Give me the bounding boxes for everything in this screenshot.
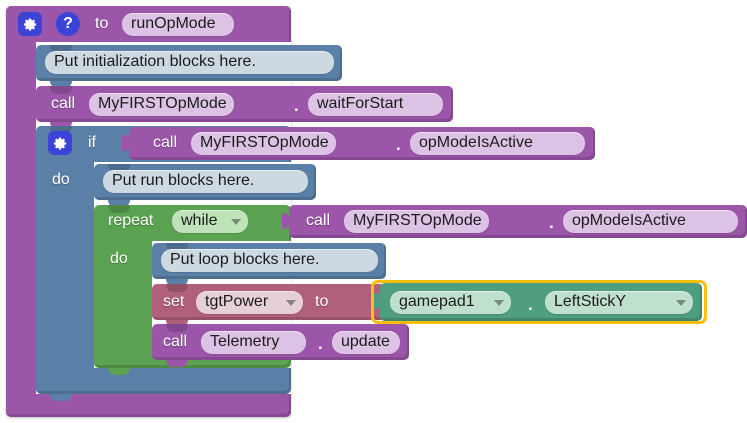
help-icon-glyph: ? xyxy=(63,15,73,32)
value-plug xyxy=(122,132,132,154)
gear-icon[interactable] xyxy=(18,12,42,36)
chevron-down-icon[interactable] xyxy=(676,300,686,306)
init-comment-text[interactable]: Put initialization blocks here. xyxy=(45,51,334,74)
member-separator: . xyxy=(294,96,299,115)
if-do-label: do xyxy=(52,171,70,188)
procedure-name-field[interactable]: runOpMode xyxy=(122,13,234,36)
repeat-do-label: do xyxy=(110,250,128,267)
procedure-to-label: to xyxy=(95,15,109,32)
set-variable-field[interactable]: tgtPower xyxy=(196,291,303,314)
set-label: set xyxy=(163,293,185,310)
repeat-condition-object-field[interactable]: MyFIRSTOpMode xyxy=(344,210,489,233)
chevron-down-icon[interactable] xyxy=(494,300,504,306)
member-separator: . xyxy=(396,135,401,154)
waitforstart-method-field[interactable]: waitForStart xyxy=(308,93,443,116)
help-icon[interactable]: ? xyxy=(56,12,80,36)
if-gear-icon[interactable] xyxy=(48,131,72,155)
gamepad-object-field[interactable]: gamepad1 xyxy=(390,291,511,314)
if-condition-method-field[interactable]: opModeIsActive xyxy=(410,132,585,155)
gamepad-property-field[interactable]: LeftStickY xyxy=(545,291,693,314)
if-condition-call-label: call xyxy=(153,134,178,151)
repeat-label: repeat xyxy=(108,212,154,229)
run-comment-text[interactable]: Put run blocks here. xyxy=(103,170,308,193)
chevron-down-icon[interactable] xyxy=(231,219,241,225)
block-notch xyxy=(166,324,188,332)
call-label: call xyxy=(51,95,76,112)
telemetry-call-label: call xyxy=(163,333,188,350)
repeat-mode-field[interactable]: while xyxy=(172,210,248,233)
member-separator: . xyxy=(318,334,323,353)
value-plug xyxy=(373,290,383,312)
repeat-condition-method-field[interactable]: opModeIsActive xyxy=(563,210,738,233)
member-separator: . xyxy=(549,213,554,232)
chevron-down-icon[interactable] xyxy=(286,300,296,306)
telemetry-method-field[interactable]: update xyxy=(332,331,400,354)
repeat-condition-call-label: call xyxy=(306,212,331,229)
telemetry-object-field[interactable]: Telemetry xyxy=(201,331,306,354)
if-condition-object-field[interactable]: MyFIRSTOpMode xyxy=(191,132,336,155)
waitforstart-object-field[interactable]: MyFIRSTOpMode xyxy=(89,93,234,116)
loop-comment-text[interactable]: Put loop blocks here. xyxy=(161,249,378,272)
member-separator: . xyxy=(528,295,533,314)
value-plug xyxy=(282,210,292,232)
set-to-label: to xyxy=(315,293,329,310)
block-notch xyxy=(50,86,72,94)
if-label: if xyxy=(88,134,96,151)
block-notch xyxy=(166,284,188,292)
